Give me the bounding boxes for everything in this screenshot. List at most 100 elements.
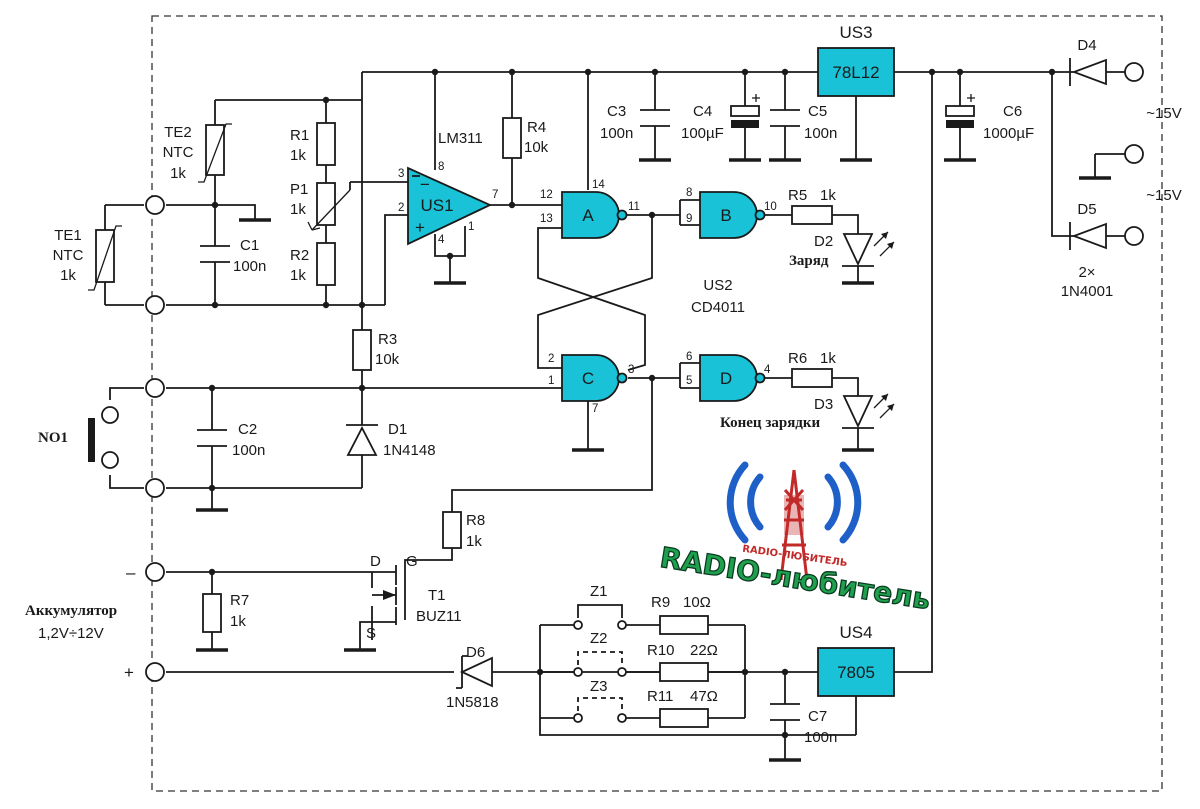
terminal-te1-top: [145, 195, 165, 215]
terminal-battery-minus: [145, 562, 165, 582]
svg-text:C2: C2: [238, 421, 257, 438]
svg-text:1000µF: 1000µF: [983, 125, 1034, 142]
svg-text:NTC: NTC: [163, 144, 194, 161]
diode-d1: [346, 424, 378, 456]
svg-text:10: 10: [764, 201, 777, 213]
svg-text:R6: R6: [788, 350, 807, 367]
svg-text:1N4148: 1N4148: [383, 442, 436, 459]
pushbutton-no1: [88, 406, 119, 469]
svg-text:10Ω: 10Ω: [683, 594, 711, 611]
label-reg5: 7805: [837, 663, 875, 682]
resistor-r3: [352, 329, 372, 371]
led-d3: [842, 393, 895, 429]
svg-text:S: S: [366, 625, 376, 642]
svg-text:D: D: [370, 553, 381, 570]
svg-text:+: +: [124, 663, 134, 682]
resistor-r7: [202, 593, 222, 633]
thermistor-te2: [205, 124, 225, 176]
svg-text:R11: R11: [647, 688, 673, 705]
nand-gate-a: [561, 191, 628, 239]
svg-text:7: 7: [592, 403, 598, 415]
resistor-r1: [316, 122, 336, 166]
capacitor-c7: [770, 703, 800, 721]
diode-d4: [1069, 58, 1107, 86]
svg-text:Z3: Z3: [590, 678, 608, 695]
resistor-r6: [791, 368, 833, 388]
terminal-ac-2: [1124, 226, 1144, 246]
enclosure-border: [151, 15, 1163, 792]
diode-d5: [1069, 222, 1107, 250]
svg-text:~15V: ~15V: [1146, 187, 1181, 204]
resistor-r8: [442, 511, 462, 549]
terminal-ac-1: [1124, 62, 1144, 82]
capacitor-c4: [730, 94, 760, 128]
svg-text:Аккумулятор: Аккумулятор: [25, 603, 117, 619]
nand-gate-d: [699, 354, 766, 402]
svg-text:1k: 1k: [230, 613, 246, 630]
svg-text:D1: D1: [388, 421, 407, 438]
svg-text:R8: R8: [466, 512, 485, 529]
svg-text:1N4001: 1N4001: [1061, 283, 1114, 300]
svg-text:C3: C3: [607, 103, 626, 120]
svg-text:100n: 100n: [804, 125, 837, 142]
svg-text:8: 8: [686, 187, 692, 199]
svg-text:Z2: Z2: [590, 630, 608, 647]
nand-gates: [561, 191, 766, 402]
svg-text:1k: 1k: [290, 147, 306, 164]
svg-text:1: 1: [548, 375, 554, 387]
mosfet-t1: [372, 565, 406, 625]
resistor-r5: [791, 205, 833, 225]
svg-text:100n: 100n: [600, 125, 633, 142]
jumpers: [573, 604, 627, 723]
svg-text:C: C: [582, 369, 594, 388]
svg-text:1,2V÷12V: 1,2V÷12V: [38, 625, 104, 642]
svg-text:T1: T1: [428, 587, 446, 604]
svg-text:C4: C4: [693, 103, 712, 120]
svg-text:7: 7: [492, 189, 498, 201]
svg-text:10k: 10k: [375, 351, 400, 368]
svg-text:Z1: Z1: [590, 583, 608, 600]
resistor-r10: [659, 662, 709, 682]
wiring: [104, 71, 1130, 760]
label-reg12: 78L12: [832, 63, 879, 82]
svg-text:R10: R10: [647, 642, 675, 659]
svg-text:1k: 1k: [290, 267, 306, 284]
svg-text:14: 14: [592, 179, 605, 191]
svg-text:D6: D6: [466, 644, 485, 661]
svg-text:D5: D5: [1077, 201, 1096, 218]
regulator-us3: [817, 47, 895, 97]
svg-text:100n: 100n: [232, 442, 265, 459]
svg-text:C6: C6: [1003, 103, 1022, 120]
svg-text:TE2: TE2: [164, 124, 192, 141]
svg-text:1k: 1k: [170, 165, 186, 182]
svg-text:5: 5: [686, 375, 692, 387]
capacitor-c1: [200, 245, 230, 263]
capacitor-c6: [945, 94, 975, 128]
svg-text:G: G: [406, 553, 418, 570]
svg-text:CD4011: CD4011: [691, 299, 745, 316]
svg-text:47Ω: 47Ω: [690, 688, 718, 705]
terminal-battery-plus: [145, 662, 165, 682]
capacitor-c5: [770, 109, 800, 127]
terminals: [145, 62, 1144, 682]
pin-numbers: 3 2 8 4 1 7 − + 12 13 14 11 8 9 10 2 1 3…: [398, 161, 777, 415]
diode-d6: [456, 655, 493, 689]
capacitor-c3: [640, 109, 670, 127]
svg-text:R9: R9: [651, 594, 670, 611]
svg-text:3: 3: [628, 364, 634, 376]
svg-text:R7: R7: [230, 592, 249, 609]
svg-text:R1: R1: [290, 127, 309, 144]
potentiometer-p1-wiper: [311, 189, 351, 231]
diodes: [346, 58, 1107, 689]
svg-text:C5: C5: [808, 103, 827, 120]
capacitor-c2: [197, 429, 227, 447]
resistor-r4: [502, 117, 522, 159]
svg-text:1: 1: [468, 221, 474, 233]
svg-text:6: 6: [686, 351, 692, 363]
svg-text:13: 13: [540, 213, 553, 225]
svg-text:1k: 1k: [820, 350, 836, 367]
svg-text:NTC: NTC: [53, 247, 84, 264]
potentiometer-p1: [316, 182, 336, 226]
resistor-r2: [316, 242, 336, 286]
